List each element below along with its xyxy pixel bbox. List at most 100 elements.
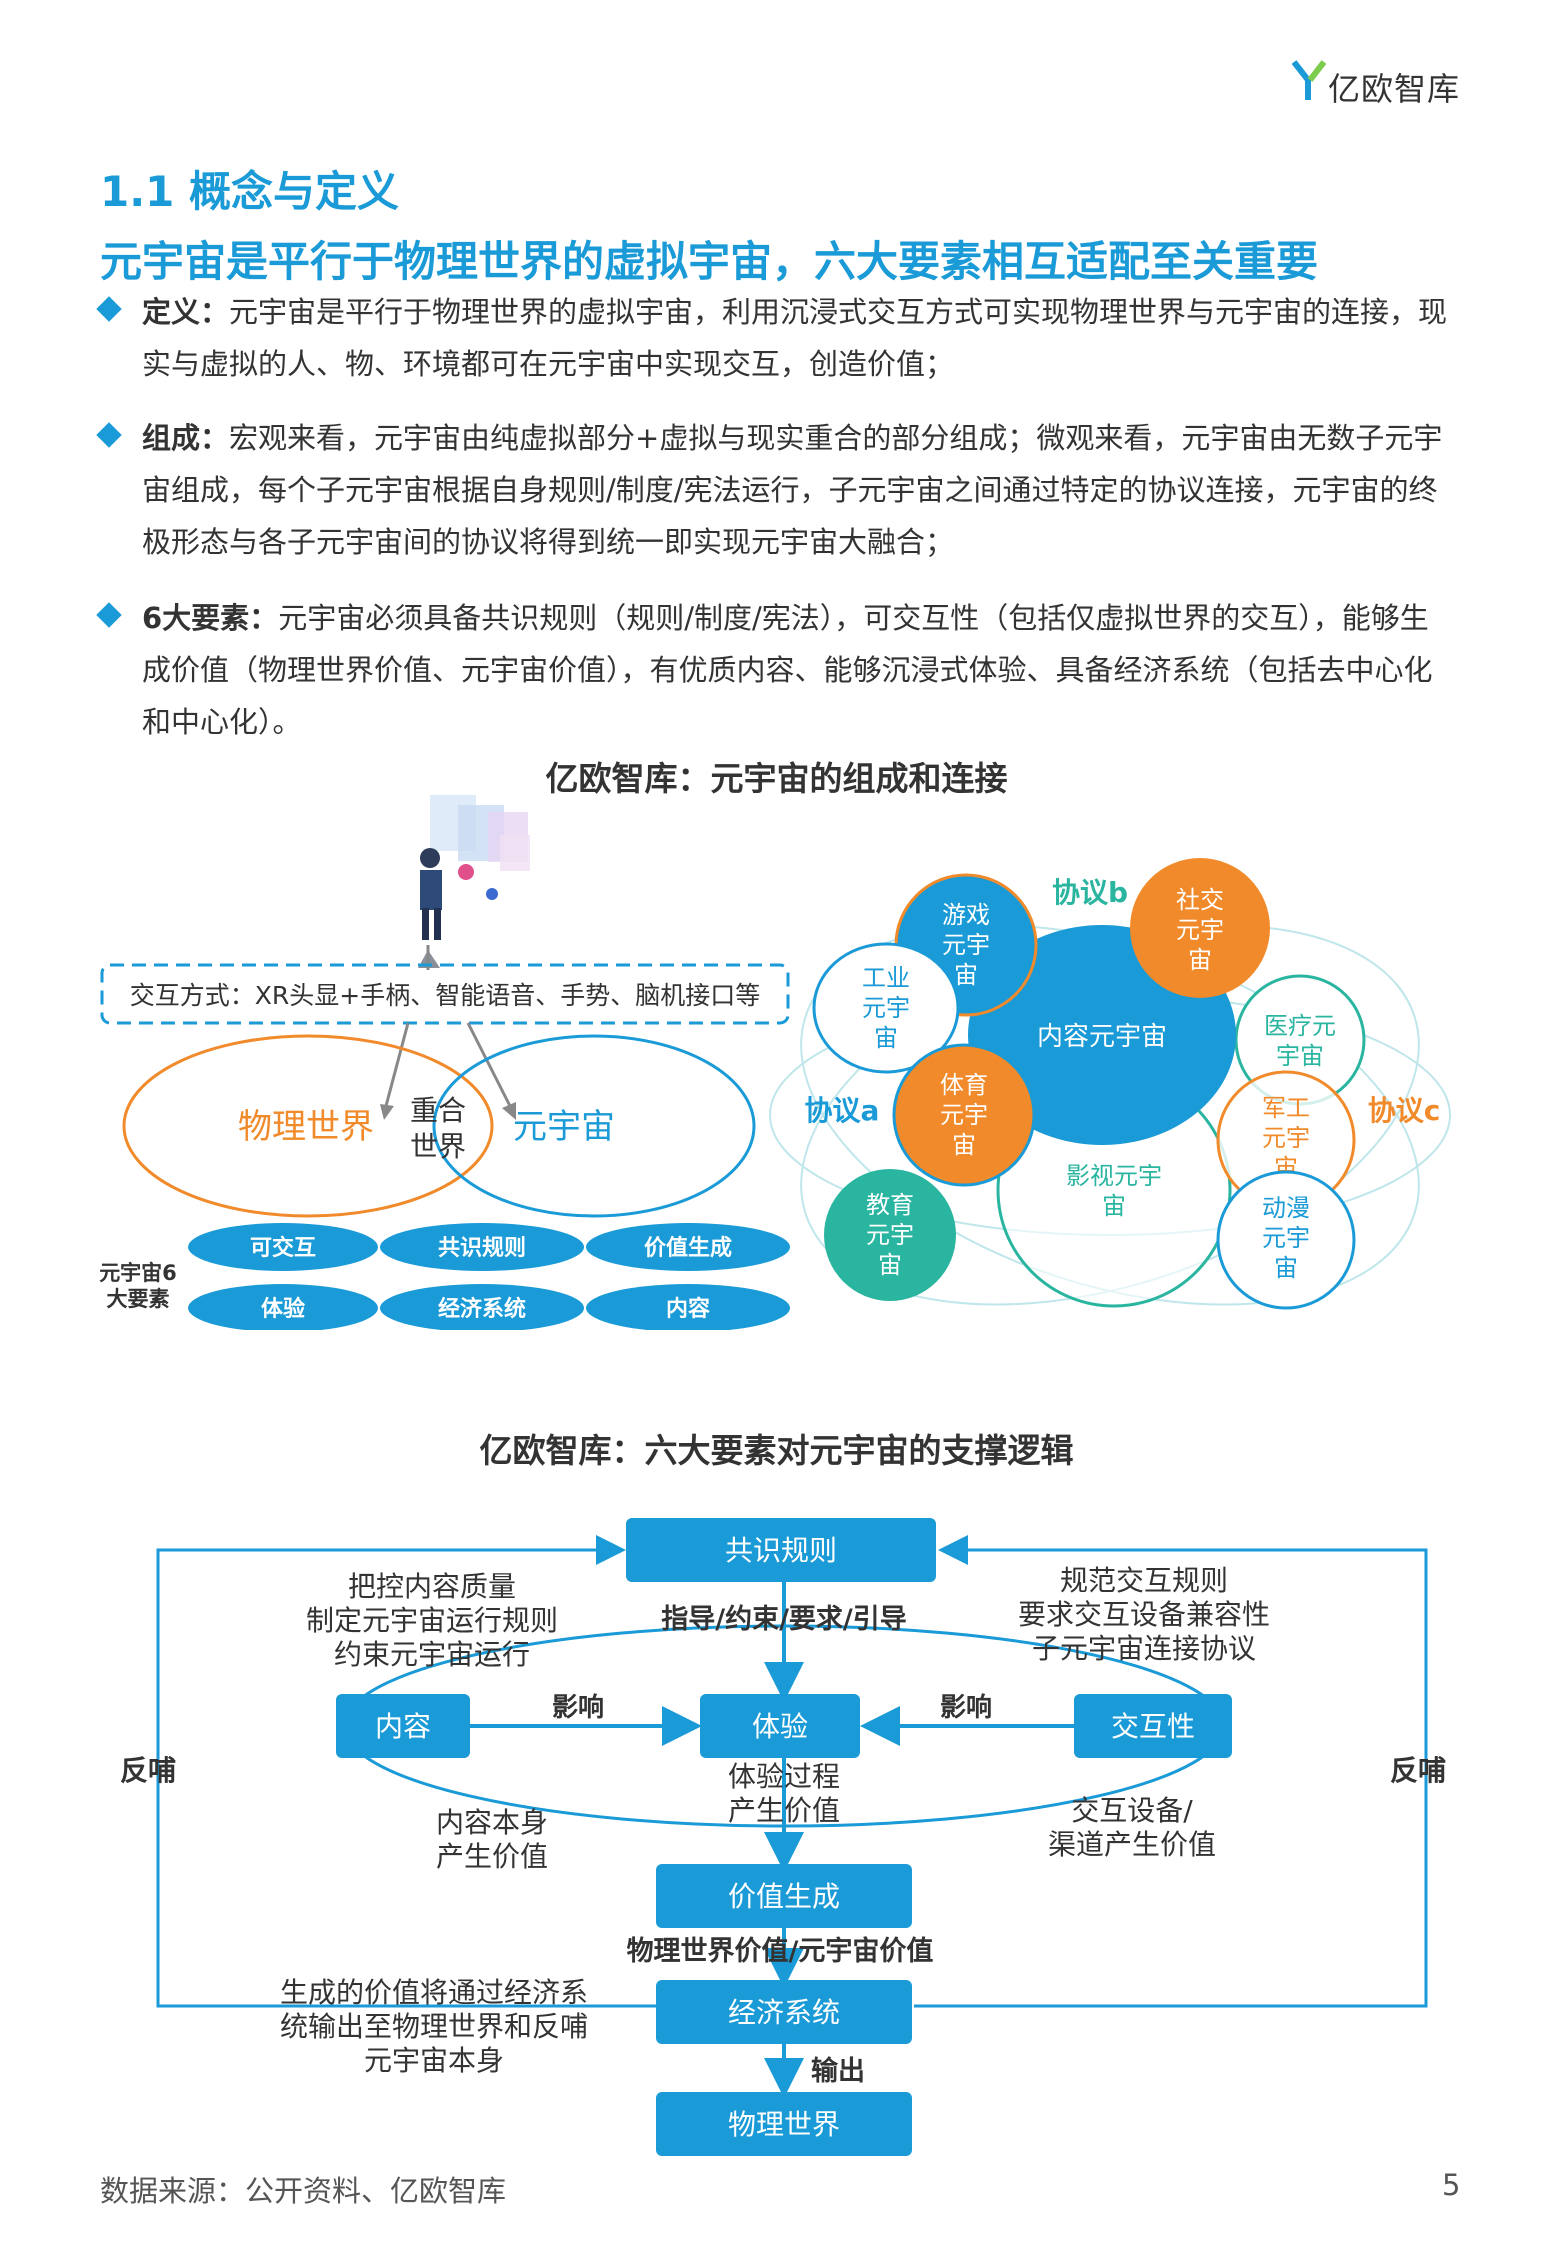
box-text: 体验 [752, 1710, 808, 1743]
figure2-title: 亿欧智库：六大要素对元宇宙的支撑逻辑 [479, 1431, 1074, 1470]
anime-metaverse-node [1216, 1170, 1356, 1310]
bullet-line: 宙组成，每个子元宇宙根据自身规则/制度/宪法运行，子元宇宙之间通过特定的协议连接… [142, 473, 1438, 507]
right-note-line: 要求交互设备兼容性 [1018, 1598, 1270, 1631]
metaverse-label: 元宇宙 [513, 1107, 615, 1147]
interaction-methods-text: 交互方式：XR头显+手柄、智能语音、手势、脑机接口等 [130, 981, 760, 1010]
physical-world-ellipse [122, 1034, 494, 1218]
node-text: 宙 [954, 961, 978, 989]
overlap-label: 重合 [410, 1094, 466, 1127]
vr-user-illustration [418, 795, 530, 968]
overlap-label: 世界 [410, 1130, 466, 1163]
yiou-logo-icon [1291, 60, 1327, 100]
box-text: 交互性 [1111, 1710, 1195, 1743]
bullet-definition: 定义：元宇宙是平行于物理世界的虚拟宇宙，利用沉浸式交互方式可实现物理世界与元宇宙… [96, 286, 1460, 390]
content-metaverse-label: 内容元宇宙 [1037, 1022, 1167, 1052]
economic-system-box: 经济系统 [656, 1980, 912, 2044]
left-note-line: 制定元宇宙运行规则 [306, 1604, 558, 1637]
right-note-line: 子元宇宙连接协议 [1032, 1632, 1256, 1665]
element-pill: 体验 [188, 1284, 378, 1330]
page-number: 5 [1442, 2168, 1461, 2202]
bullet-line: 极形态与各子元宇宙间的协议将得到统一即实现元宇宙大融合； [142, 525, 955, 559]
content-note-line: 内容本身 [436, 1806, 548, 1839]
feedback-label-left: 反哺 [120, 1754, 176, 1787]
node-text: 游戏 [942, 901, 990, 929]
industry-metaverse-node [812, 942, 960, 1074]
influence-label-right: 影响 [940, 1692, 992, 1723]
bullet-label: 定义： [142, 295, 230, 329]
guide-label: 指导/约束/要求/引导 [661, 1604, 907, 1635]
node-text: 元宇 [866, 1221, 914, 1249]
experience-note-line: 体验过程 [728, 1760, 840, 1793]
node-text: 元宇 [1176, 916, 1224, 944]
sports-metaverse-node [892, 1043, 1036, 1187]
experience-box: 体验 [700, 1694, 860, 1758]
diamond-bullet-icon [96, 602, 122, 628]
bullet-six-elements: 6大要素：元宇宙必须具备共识规则（规则/制度/宪法），可交互性（包括仅虚拟世界的… [96, 592, 1460, 748]
node-text: 元宇 [1262, 1224, 1310, 1252]
element-pill: 经济系统 [380, 1284, 584, 1330]
bullet-label: 6大要素： [142, 601, 279, 635]
metaverse-ellipse [432, 1034, 756, 1218]
right-note-line: 规范交互规则 [1060, 1564, 1228, 1597]
element-pill-text: 价值生成 [644, 1235, 732, 1261]
node-text: 影视元宇 [1066, 1162, 1162, 1190]
element-pill-text: 经济系统 [438, 1296, 526, 1322]
data-source: 数据来源：公开资料、亿欧智库 [100, 2174, 507, 2208]
section-title: 1.1 概念与定义 [100, 167, 400, 216]
content-box: 内容 [336, 1694, 470, 1758]
node-text: 宙 [952, 1131, 976, 1159]
headline: 元宇宙是平行于物理世界的虚拟宇宙，六大要素相互适配至关重要 [100, 237, 1319, 286]
education-metaverse-node [824, 1169, 956, 1301]
value-type-label: 物理世界价值/元宇宙价值 [627, 1935, 934, 1967]
logo-text: 亿欧智库 [1328, 70, 1461, 108]
node-text: 宙 [878, 1251, 902, 1279]
social-metaverse-node [1130, 858, 1270, 998]
node-text: 医疗元 [1264, 1012, 1336, 1040]
element-pill: 价值生成 [586, 1223, 790, 1271]
value-generation-box: 价值生成 [656, 1864, 912, 1928]
left-note-line: 把控内容质量 [348, 1570, 516, 1603]
interaction-box: 交互性 [1074, 1694, 1232, 1758]
node-text: 教育 [866, 1191, 914, 1219]
element-pill: 内容 [586, 1284, 790, 1330]
consensus-rules-box: 共识规则 [626, 1518, 936, 1582]
box-text: 价值生成 [728, 1880, 840, 1913]
interaction-note-line: 渠道产生价值 [1048, 1828, 1216, 1861]
node-text: 元宇 [940, 1101, 988, 1129]
economy-note-line: 生成的价值将通过经济系 [280, 1976, 588, 2009]
left-note-line: 约束元宇宙运行 [334, 1638, 530, 1671]
bullet-label: 组成： [142, 421, 230, 455]
diamond-bullet-icon [96, 296, 122, 322]
node-text: 宇宙 [1276, 1042, 1324, 1070]
node-text: 元宇 [862, 994, 910, 1022]
element-pill-text: 可交互 [250, 1235, 316, 1261]
box-text: 内容 [375, 1710, 431, 1743]
elements-label: 元宇宙6 [99, 1261, 177, 1285]
node-text: 动漫 [1262, 1194, 1310, 1222]
protocol-label: 协议c [1368, 1094, 1441, 1127]
influence-label-left: 影响 [552, 1692, 604, 1723]
bullet-line: 成价值（物理世界价值、元宇宙价值），有优质内容、能够沉浸式体验、具备经济系统（包… [142, 653, 1433, 687]
physical-world-box: 物理世界 [656, 2092, 912, 2156]
bullet-line: 实与虚拟的人、物、环境都可在元宇宙中实现交互，创造价值； [142, 347, 955, 381]
bullet-line: 元宇宙必须具备共识规则（规则/制度/宪法），可交互性（包括仅虚拟世界的交互），能… [278, 601, 1429, 635]
box-text: 物理世界 [728, 2108, 840, 2141]
interaction-note-line: 交互设备/ [1071, 1794, 1193, 1827]
node-text: 宙 [874, 1024, 898, 1052]
elements-label: 大要素 [107, 1287, 170, 1311]
protocol-label: 协议a [805, 1094, 880, 1127]
content-note-line: 产生价值 [436, 1840, 548, 1873]
node-text: 体育 [940, 1071, 988, 1099]
box-text: 共识规则 [725, 1534, 837, 1567]
node-text: 社交 [1176, 886, 1224, 914]
bullet-line: 宏观来看，元宇宙由纯虚拟部分+虚拟与现实重合的部分组成；微观来看，元宇宙由无数子… [229, 421, 1443, 455]
physical-world-label: 物理世界 [238, 1107, 374, 1147]
bullet-line: 元宇宙是平行于物理世界的虚拟宇宙，利用沉浸式交互方式可实现物理世界与元宇宙的连接… [229, 295, 1448, 329]
box-text: 经济系统 [728, 1996, 840, 2029]
economy-note-line: 元宇宙本身 [364, 2044, 504, 2077]
bullet-composition: 组成：宏观来看，元宇宙由纯虚拟部分+虚拟与现实重合的部分组成；微观来看，元宇宙由… [96, 412, 1460, 568]
interaction-dashed-box [100, 963, 790, 1025]
figure2-diagram: 共识规则 内容 体验 交互性 价值生成 经济系统 物理世界 把控内容质量 制定元… [120, 1518, 1446, 2156]
node-text: 宙 [1188, 946, 1212, 974]
node-text: 元宇 [942, 931, 990, 959]
